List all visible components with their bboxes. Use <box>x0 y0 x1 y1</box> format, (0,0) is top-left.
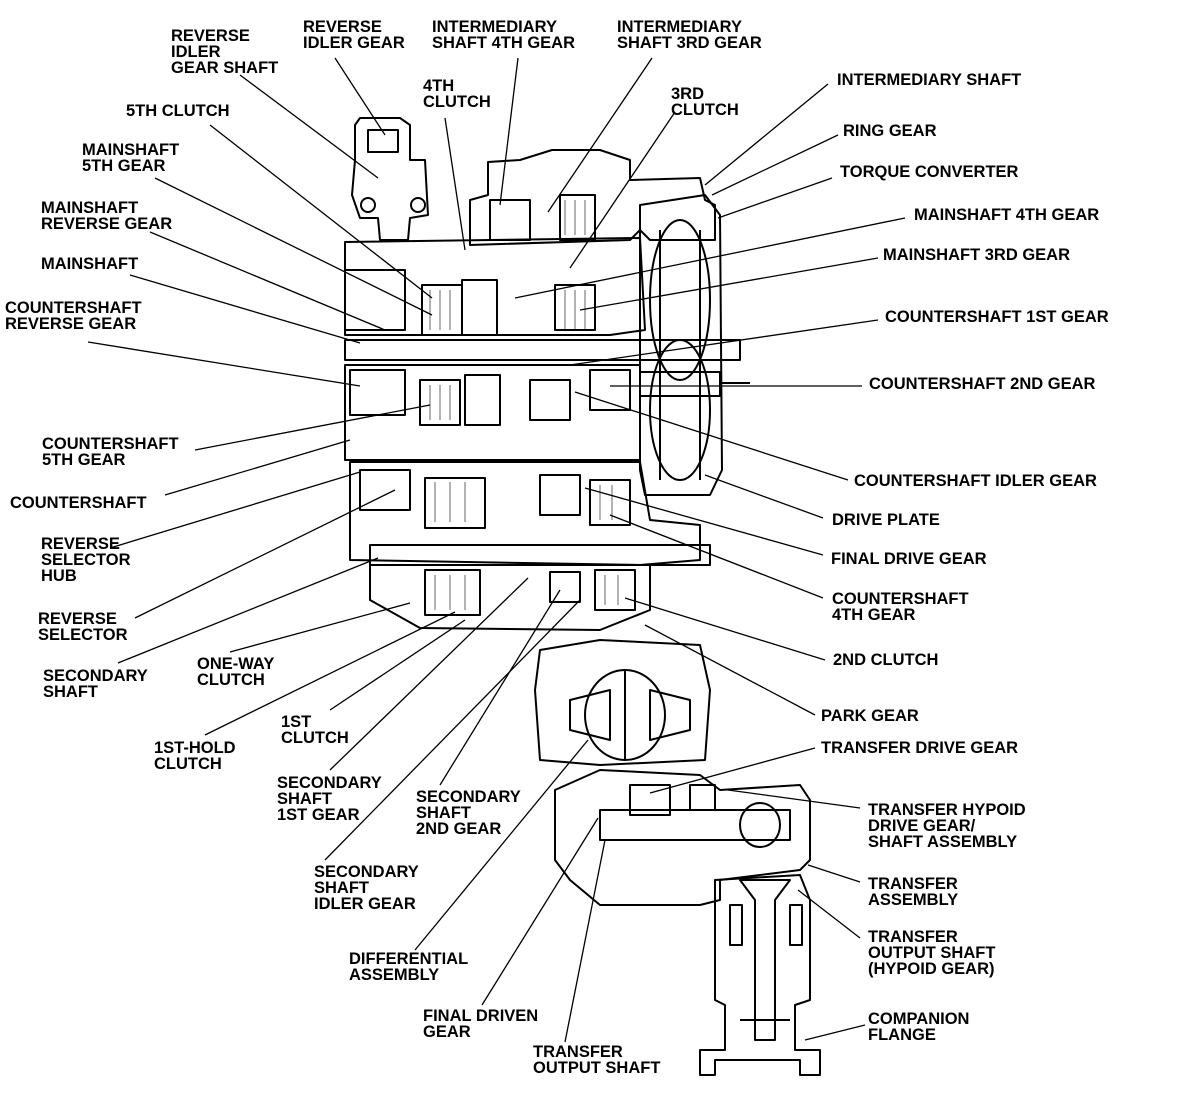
label-intermediary-shaft: INTERMEDIARY SHAFT <box>837 71 1022 89</box>
leader-ring-gear <box>711 134 839 196</box>
leader-countershaft-idler-gear <box>574 391 849 481</box>
label-transfer-drive-gear: TRANSFER DRIVE GEAR <box>821 739 1019 757</box>
leader-countershaft-5th-gear <box>194 404 431 451</box>
leader-3rd-clutch <box>569 111 676 269</box>
leader-mainshaft-4th-gear <box>514 217 906 299</box>
leader-2nd-clutch <box>624 597 826 661</box>
leader-countershaft-4th-gear <box>609 514 824 599</box>
leader-transfer-assembly <box>807 864 861 883</box>
leader-differential-assembly <box>414 739 589 951</box>
leader-final-driven-gear <box>481 817 599 1006</box>
leader-secondary-shaft-idler-gear <box>324 599 581 861</box>
leader-countershaft-reverse-gear <box>87 341 361 387</box>
label-countershaft-idler-gear: COUNTERSHAFT IDLER GEAR <box>854 472 1097 490</box>
leader-park-gear <box>644 624 816 716</box>
leader-one-way-clutch <box>229 602 411 653</box>
leader-1st-hold-clutch <box>204 611 456 736</box>
label-mainshaft: MAINSHAFT <box>41 255 139 273</box>
leader-companion-flange <box>804 1024 866 1041</box>
label-mainshaft-3rd-gear: MAINSHAFT 3RD GEAR <box>883 246 1071 264</box>
leader-transfer-output-shaft-hypoid <box>797 889 861 939</box>
leader-4th-clutch <box>444 117 466 251</box>
leader-intermediary-shaft <box>704 83 829 186</box>
leader-drive-plate <box>704 474 824 519</box>
label-ring-gear: RING GEAR <box>843 122 937 140</box>
label-countershaft-1st-gear: COUNTERSHAFT 1ST GEAR <box>885 308 1109 326</box>
label-park-gear: PARK GEAR <box>821 707 919 725</box>
leader-reverse-selector <box>134 489 396 619</box>
leader-mainshaft <box>129 274 361 344</box>
leader-secondary-shaft-2nd-gear <box>439 589 561 786</box>
leader-reverse-idler-gear-shaft <box>239 74 379 179</box>
leader-5th-clutch <box>209 124 433 299</box>
label-5th-clutch: 5TH CLUTCH <box>126 102 230 120</box>
label-torque-converter: TORQUE CONVERTER <box>840 163 1019 181</box>
leader-secondary-shaft <box>117 557 379 664</box>
leader-intermediary-shaft-3rd-gear <box>547 57 653 213</box>
label-2nd-clutch: 2ND CLUTCH <box>833 651 939 669</box>
leader-secondary-shaft-1st-gear <box>329 577 529 771</box>
label-countershaft-2nd-gear: COUNTERSHAFT 2ND GEAR <box>869 375 1096 393</box>
leader-intermediary-shaft-4th-gear <box>499 57 519 206</box>
label-countershaft: COUNTERSHAFT <box>10 494 147 512</box>
leader-mainshaft-reverse-gear <box>149 231 386 331</box>
leader-transfer-output-shaft <box>564 839 606 1043</box>
leader-reverse-idler-gear <box>334 57 386 136</box>
leader-1st-clutch <box>329 619 466 711</box>
leader-torque-converter <box>717 177 833 219</box>
leader-reverse-selector-hub <box>109 471 361 549</box>
label-drive-plate: DRIVE PLATE <box>832 511 940 529</box>
leader-transfer-drive-gear <box>649 747 816 794</box>
leader-countershaft-1st-gear <box>569 319 879 366</box>
label-mainshaft-4th-gear: MAINSHAFT 4TH GEAR <box>914 206 1100 224</box>
label-final-drive-gear: FINAL DRIVE GEAR <box>831 550 987 568</box>
leader-transfer-hypoid-drive-gear <box>727 789 861 809</box>
leader-countershaft <box>164 439 351 496</box>
leader-mainshaft-5th-gear <box>154 177 433 316</box>
leader-mainshaft-3rd-gear <box>579 257 879 311</box>
leader-final-drive-gear <box>584 487 824 556</box>
